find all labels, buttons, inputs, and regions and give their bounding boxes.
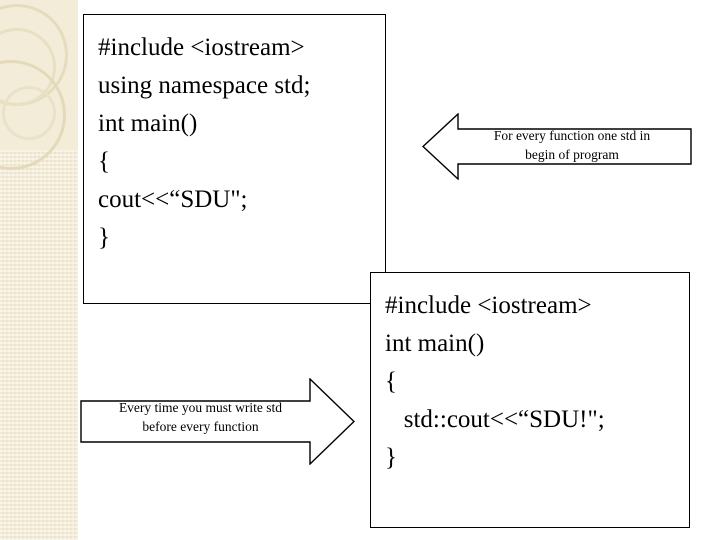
code-line: } <box>98 224 110 251</box>
code-line: int main() <box>385 330 485 357</box>
code-line: std::cout<<“SDU!"; <box>385 406 605 433</box>
code-block-with-std-prefix: #include <iostream> int main() { std::co… <box>370 272 690 528</box>
left-arrow-icon <box>422 113 692 180</box>
right-arrow-label-line-1: Every time you must write std <box>118 400 283 415</box>
code-line: cout<<“SDU"; <box>98 186 248 213</box>
left-arrow-label: For every function one std in begin of p… <box>456 126 688 164</box>
right-arrow-label: Every time you must write std before eve… <box>88 398 313 436</box>
code-line: int main() <box>98 110 198 137</box>
code-line: } <box>385 444 397 471</box>
code-line: #include <iostream> <box>98 34 305 61</box>
code-line: using namespace std; <box>98 72 311 99</box>
right-arrow-label-line-2: before every function <box>142 419 259 434</box>
left-arrow-label-line-1: For every function one std in <box>493 128 651 143</box>
band-edge-divider <box>78 0 80 540</box>
code-line: { <box>385 368 397 395</box>
code-block-with-using-namespace: #include <iostream> using namespace std;… <box>83 14 386 304</box>
right-arrow-callout <box>80 378 355 465</box>
right-arrow-icon <box>80 378 355 465</box>
code-line: #include <iostream> <box>385 292 592 319</box>
code-line: { <box>98 148 110 175</box>
left-arrow-callout <box>422 113 692 180</box>
swirl-decoration-4 <box>2 86 56 140</box>
left-arrow-label-line-2: begin of program <box>525 147 619 162</box>
decorative-side-band <box>0 0 80 540</box>
